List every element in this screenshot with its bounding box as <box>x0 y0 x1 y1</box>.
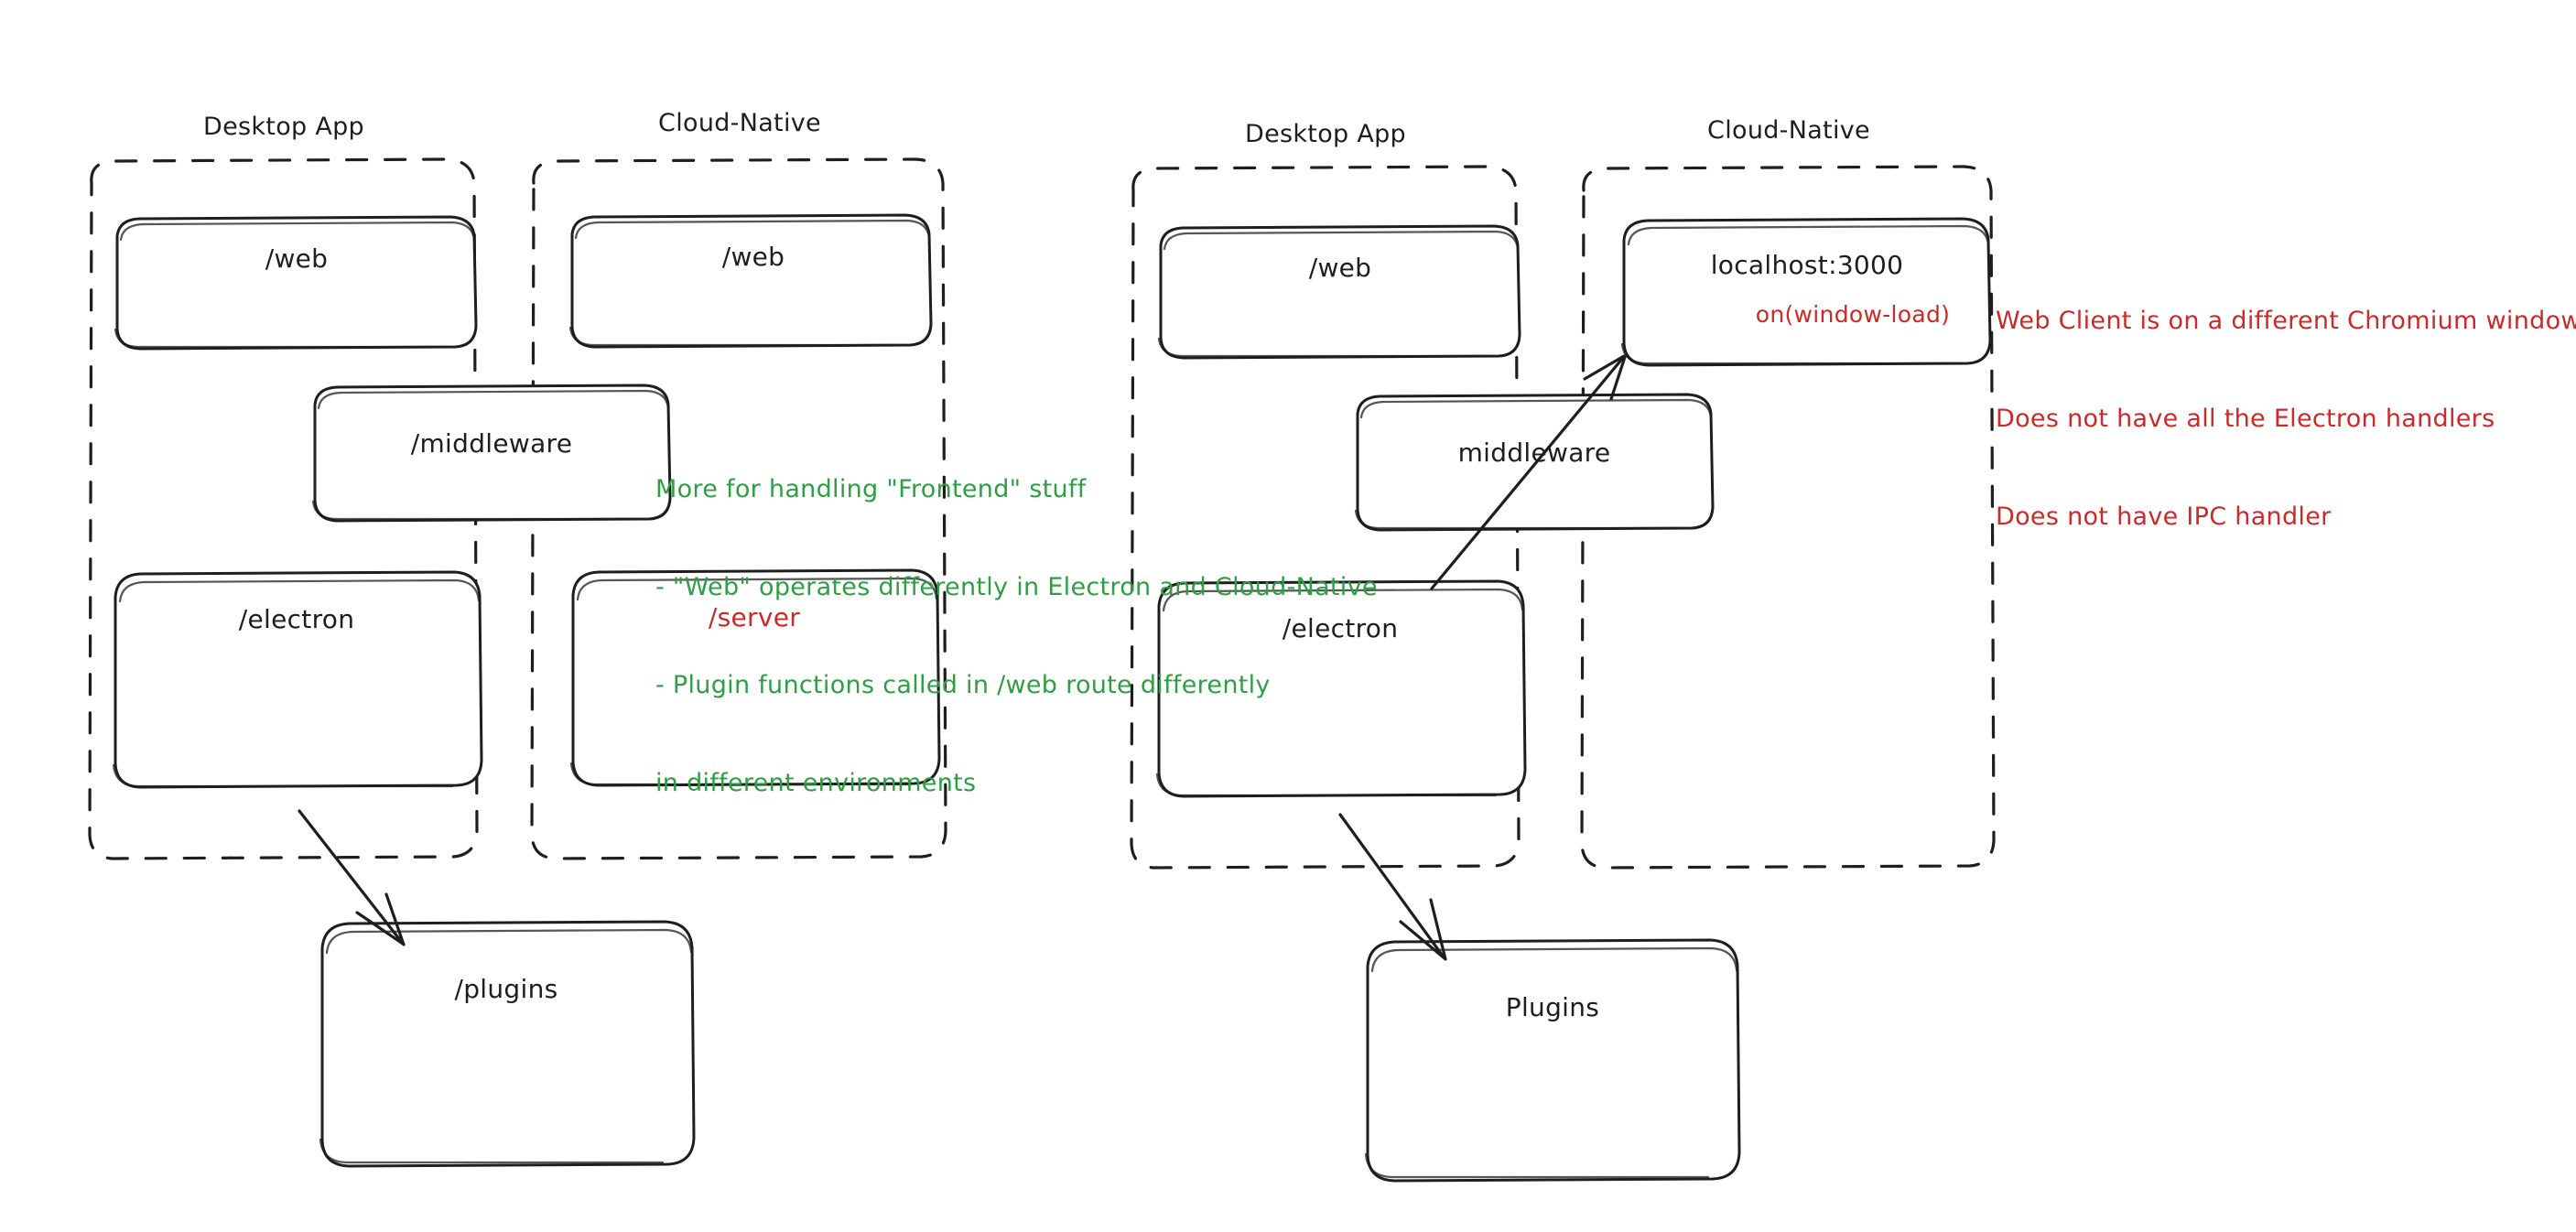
annotation-green-note: More for handling "Frontend" stuff - "We… <box>655 408 1388 865</box>
arrow-right-electron-to-localhost <box>1430 354 1627 590</box>
group-title-right-cloud-native: Cloud-Native <box>1707 116 1870 145</box>
annotation-red-note: Web Client is on a different Chromium wi… <box>1996 240 2576 599</box>
box-label-right-middleware: middleware <box>1457 438 1611 468</box>
box-label-left-plugins: /plugins <box>454 974 558 1004</box>
box-label-right-web: /web <box>1308 253 1372 283</box>
box-label-right-localhost: localhost:3000 <box>1710 250 1904 280</box>
group-title-left-cloud-native: Cloud-Native <box>658 109 821 137</box>
box-label-left-middleware: /middleware <box>410 428 573 459</box>
box-label-right-electron: /electron <box>1282 613 1399 643</box>
box-left-web-outline <box>114 215 478 351</box>
annotation-red-line-3: Does not have IPC handler <box>1996 503 2332 531</box>
annotation-green-line-2: - "Web" operates differently in Electron… <box>655 573 1378 602</box>
box-label-left-electron: /electron <box>238 604 355 634</box>
box-sublabel-right-localhost-onwindowload: on(window-load) <box>1755 301 1951 328</box>
box-right-web-outline <box>1157 224 1521 360</box>
annotation-green-line-3: - Plugin functions called in /web route … <box>655 671 1271 699</box>
box-label-left-cloud-web: /web <box>721 242 785 272</box>
annotation-red-line-1: Web Client is on a different Chromium wi… <box>1996 307 2576 336</box>
box-right-localhost-outline <box>1620 217 1992 367</box>
group-title-left-desktop-app: Desktop App <box>203 113 364 141</box>
arrow-left-electron-to-plugins <box>298 809 406 946</box>
box-label-left-web: /web <box>265 243 329 274</box>
box-label-left-server: /server <box>708 602 801 632</box>
annotation-green-line-4: in different environments <box>655 768 977 797</box>
box-left-plugins-outline <box>319 920 696 1168</box>
annotation-red-line-2: Does not have all the Electron handlers <box>1996 405 2495 434</box>
annotation-green-line-1: More for handling "Frontend" stuff <box>655 475 1087 504</box>
box-right-plugins-outline <box>1364 938 1741 1183</box>
box-label-right-plugins: Plugins <box>1505 992 1600 1022</box>
group-title-right-desktop-app: Desktop App <box>1245 120 1406 148</box>
box-left-cloud-web-outline <box>568 213 933 349</box>
